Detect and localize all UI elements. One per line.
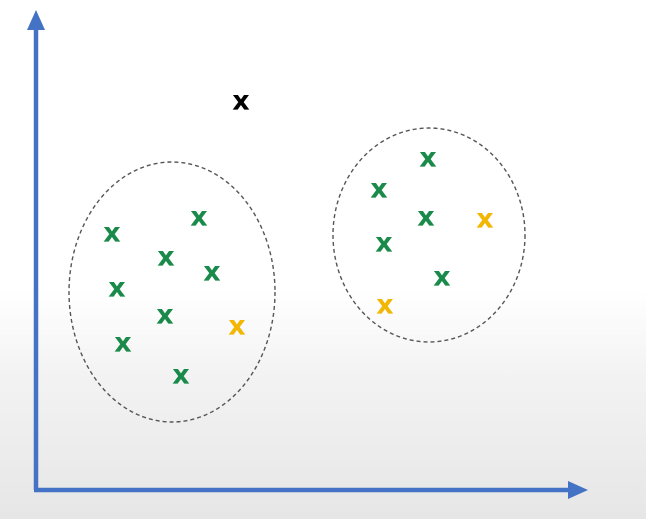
cluster-1-point-8-green: x: [114, 328, 131, 359]
cluster-1-point-2-green: x: [190, 202, 207, 233]
cluster-1-point-1-green: x: [103, 218, 120, 249]
y-axis-arrowhead: [27, 10, 45, 30]
cluster-1-point-4-green: x: [203, 257, 220, 288]
cluster-2-point-7-yellow: x: [376, 290, 393, 321]
cluster-2-point-1-green: x: [419, 143, 436, 174]
cluster-outline-left: [68, 161, 276, 423]
cluster-2-point-5-green: x: [375, 228, 392, 259]
cluster-1-point-7-yellow: x: [228, 311, 245, 342]
cluster-outline-right: [332, 127, 526, 343]
x-axis-arrowhead: [568, 481, 588, 499]
cluster-2-point-4-yellow: x: [476, 204, 493, 235]
cluster-2-point-2-green: x: [370, 174, 387, 205]
y-axis: [27, 10, 45, 490]
cluster-1-point-3-green: x: [157, 242, 174, 273]
outlier-point-1: x: [232, 86, 249, 117]
cluster-1-point-5-green: x: [108, 273, 125, 304]
cluster-2-point-3-green: x: [417, 202, 434, 233]
cluster-1-point-9-green: x: [172, 360, 189, 391]
x-axis: [34, 481, 588, 499]
cluster-2-point-6-green: x: [433, 262, 450, 293]
cluster-1-point-6-green: x: [156, 300, 173, 331]
